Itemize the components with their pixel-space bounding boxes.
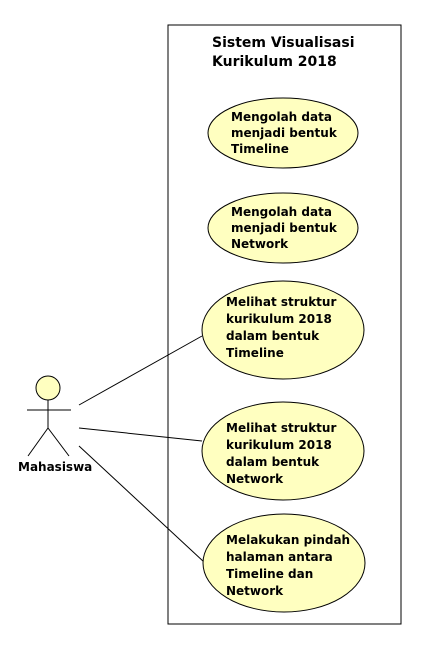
use-case-text-line: Network: [231, 237, 289, 251]
use-case-text-line: Timeline: [226, 346, 284, 360]
use-case-text-line: Melihat struktur: [226, 295, 336, 309]
use-case-text-line: Timeline dan: [226, 567, 313, 581]
use-case-text-line: menjadi bentuk: [231, 126, 338, 140]
use-case-text-line: halaman antara: [226, 550, 333, 564]
use-case-text-line: kurikulum 2018: [226, 438, 332, 452]
use-case-ellipse: [202, 513, 366, 613]
actor-head: [35, 375, 61, 401]
use-case-text-line: dalam bentuk: [226, 455, 320, 469]
use-case-ellipse: [207, 97, 359, 169]
use-case-process-timeline: Mengolah data menjadi bentuk Timeline: [207, 97, 359, 169]
use-case-view-network: Melihat struktur kurikulum 2018 dalam be…: [201, 401, 365, 501]
system-title-line-2: Kurikulum 2018: [212, 54, 337, 70]
association-line-page-switch: [78, 445, 205, 563]
use-case-text-line: Network: [226, 584, 284, 598]
actor-label: Mahasiswa: [18, 460, 92, 474]
use-case-text-line: Network: [226, 472, 284, 486]
association-line-timeline-view: [78, 335, 203, 406]
use-case-text-line: Mengolah data: [231, 110, 332, 124]
actor-mahasiswa: Mahasiswa: [18, 375, 92, 474]
use-case-view-timeline: Melihat struktur kurikulum 2018 dalam be…: [201, 280, 365, 380]
use-case-text-line: Timeline: [231, 142, 289, 156]
system-title-line-1: Sistem Visualisasi: [212, 35, 355, 51]
use-case-text-line: Melihat struktur: [226, 421, 336, 435]
use-case-text-line: menjadi bentuk: [231, 221, 338, 235]
actor-right-leg: [47, 427, 70, 457]
use-case-text-line: Melakukan pindah: [226, 533, 350, 547]
use-case-process-network: Mengolah data menjadi bentuk Network: [207, 192, 359, 264]
use-case-text-line: dalam bentuk: [226, 329, 320, 343]
use-case-text-line: Mengolah data: [231, 205, 332, 219]
use-case-ellipse: [201, 401, 365, 501]
association-line-network-view: [78, 427, 203, 442]
use-case-ellipse: [207, 192, 359, 264]
actor-left-leg: [27, 427, 49, 457]
use-case-ellipse: [201, 280, 365, 380]
use-case-switch-page: Melakukan pindah halaman antara Timeline…: [202, 513, 366, 613]
use-case-text-line: kurikulum 2018: [226, 312, 332, 326]
